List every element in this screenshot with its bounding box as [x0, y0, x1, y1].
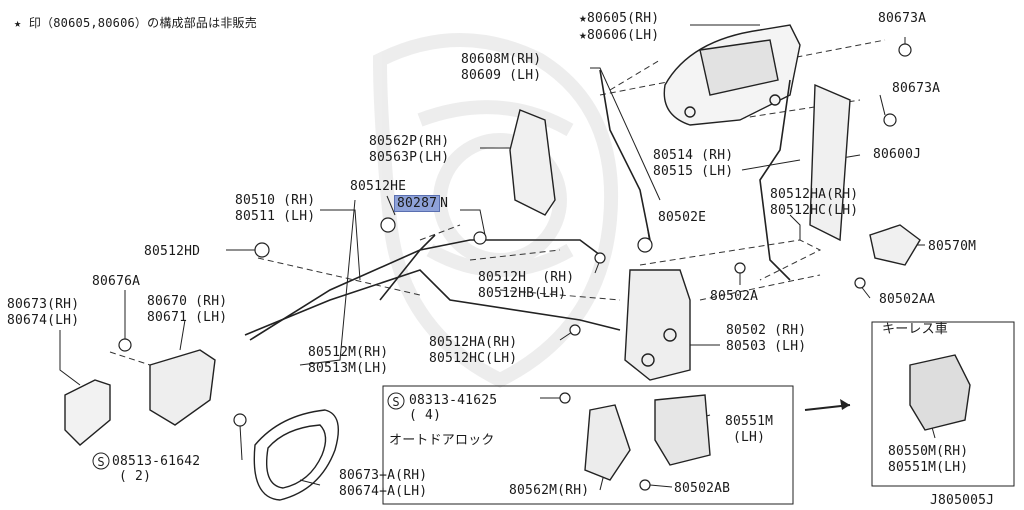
part-80550m-keyless: 80550M(RH)	[888, 444, 969, 459]
part-80673a-mid: 80673A	[892, 81, 941, 96]
part-80606: ★80606(LH)	[579, 28, 660, 43]
part-80511: 80511 (LH)	[235, 209, 316, 224]
part-80608m: 80608M(RH)	[461, 52, 542, 67]
part-80502a: 80502A	[710, 289, 759, 304]
part-80563p: 80563P(LH)	[369, 150, 450, 165]
circled-s-marker: S	[387, 392, 405, 410]
part-80512he: 80512HE	[350, 179, 407, 194]
part-80512ha-right: 80512HA(RH)	[770, 187, 859, 202]
part-80673a-top: 80673A	[878, 11, 927, 26]
autolock-title: オートドアロック	[389, 433, 495, 448]
part-80502ab: 80502AB	[674, 481, 731, 496]
part-80605: ★80605(RH)	[579, 11, 660, 26]
svg-text:S: S	[97, 455, 104, 469]
part-80671: 80671 (LH)	[147, 310, 228, 325]
part-80503: 80503 (LH)	[726, 339, 807, 354]
part-80674-lh: 80674(LH)	[7, 313, 80, 328]
part-08313: 08313-41625	[409, 393, 498, 408]
escutcheon-80673	[64, 379, 111, 446]
inner-handle	[149, 349, 216, 426]
watermark-emblem	[372, 33, 619, 388]
outer-handle-sketch	[663, 24, 801, 126]
bracket-80562m	[584, 404, 631, 481]
part-80510: 80510 (RH)	[235, 193, 316, 208]
part-80551m-lh: (LH)	[733, 430, 766, 445]
autolock-frame	[382, 385, 794, 505]
keyless-title: キーレス車	[882, 322, 949, 337]
part-80502e: 80502E	[658, 210, 707, 225]
part-80674a-lh: 80674+A(LH)	[339, 484, 428, 499]
part-80673a-rh: 80673+A(RH)	[339, 468, 428, 483]
part-80512ha-left: 80512HA(RH)	[429, 335, 518, 350]
part-80673-rh: 80673(RH)	[7, 297, 80, 312]
part-80570m: 80570M	[928, 239, 977, 254]
part-80562p: 80562P(RH)	[369, 134, 450, 149]
part-80287-highlight[interactable]: 80287	[394, 195, 441, 212]
part-80512hc-right: 80512HC(LH)	[770, 203, 859, 218]
part-80670: 80670 (RH)	[147, 294, 228, 309]
part-80609: 80609 (LH)	[461, 68, 542, 83]
part-80287-suffix: N	[440, 196, 449, 211]
bezel-80673a	[253, 409, 339, 501]
rods	[244, 69, 791, 341]
keyless-frame	[871, 321, 1015, 487]
part-80514: 80514 (RH)	[653, 148, 734, 163]
part-08513-qty: ( 2)	[119, 469, 152, 484]
header-note: ★ 印（80605,80606）の構成部品は非販売	[14, 16, 257, 30]
bracket-80562p	[509, 109, 556, 216]
circled-s-marker: S	[92, 452, 110, 470]
door-lock-assembly	[624, 269, 691, 381]
diagram-code: J805005J	[930, 493, 995, 508]
part-80512hb: 80512HB(LH)	[478, 286, 567, 301]
part-80502aa: 80502AA	[879, 292, 936, 307]
part-80512h: 80512H (RH)	[478, 270, 575, 285]
part-80512hd: 80512HD	[144, 244, 201, 259]
part-80551m: 80551M	[725, 414, 774, 429]
svg-text:S: S	[392, 395, 399, 409]
striker-80570m	[869, 224, 921, 266]
plate-80600j	[809, 83, 851, 242]
keyless-actuator	[909, 354, 971, 431]
arrow-right-icon	[804, 399, 851, 411]
part-80512m: 80512M(RH)	[308, 345, 389, 360]
fasteners	[118, 43, 912, 491]
part-80513m: 80513M(LH)	[308, 361, 389, 376]
part-80502: 80502 (RH)	[726, 323, 807, 338]
part-08513: 08513-61642	[112, 454, 201, 469]
part-80515: 80515 (LH)	[653, 164, 734, 179]
part-80512hc-left: 80512HC(LH)	[429, 351, 518, 366]
part-80600j: 80600J	[873, 147, 922, 162]
part-80562m: 80562M(RH)	[509, 483, 590, 498]
part-08313-qty: ( 4)	[409, 408, 442, 423]
part-80551m-keyless: 80551M(LH)	[888, 460, 969, 475]
actuator-80551m	[654, 394, 711, 466]
part-80676a: 80676A	[92, 274, 141, 289]
